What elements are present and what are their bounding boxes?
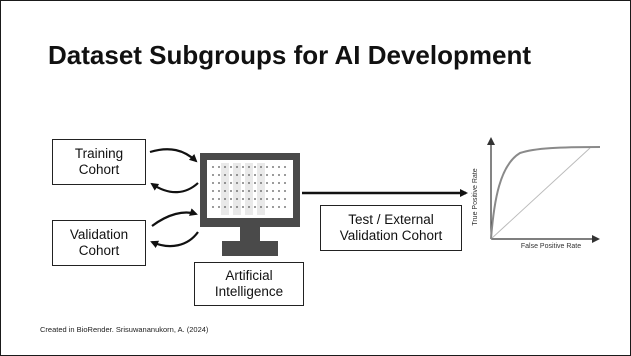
screen-dot (236, 174, 238, 176)
slide-title: Dataset Subgroups for AI Development (48, 40, 531, 70)
computer-monitor-icon (200, 153, 300, 256)
screen-dot (218, 198, 220, 200)
screen-dot (212, 190, 214, 192)
screen-dot (266, 190, 268, 192)
screen-dot (230, 198, 232, 200)
screen-dot (266, 206, 268, 208)
screen-dot (248, 166, 250, 168)
roc-y-axis-label: True Positive Rate (472, 168, 479, 226)
screen-dot (284, 190, 286, 192)
screen-dot (224, 190, 226, 192)
screen-dot (284, 198, 286, 200)
screen-dot (248, 206, 250, 208)
screen-dot (278, 206, 280, 208)
screen-dot (230, 182, 232, 184)
roc-curve-icon (487, 137, 601, 243)
screen-dot (236, 166, 238, 168)
screen-dot (254, 174, 256, 176)
screen-dot (254, 206, 256, 208)
test-label-line1: Test / External (348, 212, 434, 228)
screen-dot (212, 198, 214, 200)
roc-x-axis-label: False Positive Rate (520, 243, 582, 250)
screen-dot (218, 166, 220, 168)
ai-box: Artificial Intelligence (194, 262, 304, 306)
screen-dot (278, 198, 280, 200)
screen-dot (266, 182, 268, 184)
screen-dot (236, 198, 238, 200)
screen-dot (218, 206, 220, 208)
screen-dot (248, 174, 250, 176)
screen-dot (266, 174, 268, 176)
screen-dot (236, 190, 238, 192)
ai-label-line2: Intelligence (214, 284, 284, 299)
training-cycle-arrows-icon (149, 148, 199, 194)
training-cohort-box: Training Cohort (52, 139, 146, 185)
training-label-line2: Cohort (78, 162, 120, 177)
screen-dot (254, 166, 256, 168)
screen-dot (218, 174, 220, 176)
screen-dot (212, 174, 214, 176)
screen-dot (260, 190, 262, 192)
screen-dot (224, 206, 226, 208)
screen-dot (224, 198, 226, 200)
screen-dot (242, 206, 244, 208)
screen-dot (278, 182, 280, 184)
screen-dot (254, 198, 256, 200)
screen-dot (266, 166, 268, 168)
screen-dot (230, 174, 232, 176)
test-validation-cohort-box: Test / External Validation Cohort (320, 205, 462, 251)
screen-dot (230, 206, 232, 208)
screen-dot (260, 182, 262, 184)
screen-dot (242, 182, 244, 184)
screen-dot (278, 190, 280, 192)
screen-dot (254, 182, 256, 184)
screen-dot (212, 206, 214, 208)
screen-dot (272, 166, 274, 168)
screen-dot (260, 166, 262, 168)
screen-dot (224, 166, 226, 168)
screen-dot (242, 174, 244, 176)
screen-dot (284, 206, 286, 208)
screen-dot (248, 190, 250, 192)
screen-dot (272, 198, 274, 200)
screen-dot (230, 166, 232, 168)
screen-dot (218, 190, 220, 192)
screen-dot (242, 198, 244, 200)
screen-dot (212, 166, 214, 168)
training-label-line1: Training (74, 146, 124, 162)
screen-dot (242, 190, 244, 192)
screen-dot (278, 166, 280, 168)
screen-dot (284, 166, 286, 168)
screen-dot (284, 174, 286, 176)
screen-dot (284, 182, 286, 184)
screen-dot (248, 182, 250, 184)
ai-label-line1: Artificial (225, 268, 273, 284)
screen-dot (218, 182, 220, 184)
screen-dot (230, 190, 232, 192)
screen-dot (266, 198, 268, 200)
test-label-line2: Validation Cohort (339, 228, 443, 243)
validation-label-line1: Validation (69, 227, 129, 243)
screen-dot (242, 166, 244, 168)
screen-dot (260, 198, 262, 200)
screen-dot (272, 206, 274, 208)
screen-dot (272, 174, 274, 176)
screen-dot (260, 206, 262, 208)
screen-dot (236, 206, 238, 208)
validation-cycle-arrows-icon (150, 208, 199, 249)
screen-dot (224, 174, 226, 176)
attribution-footer: Created in BioRender. Srisuwananukorn, A… (40, 325, 209, 334)
screen-dot (212, 182, 214, 184)
screen-dot (260, 174, 262, 176)
screen-dot (254, 190, 256, 192)
screen-dot (272, 190, 274, 192)
validation-label-line2: Cohort (78, 243, 120, 258)
screen-dot (248, 198, 250, 200)
screen-dot (272, 182, 274, 184)
screen-dot (224, 182, 226, 184)
screen-dot (278, 174, 280, 176)
screen-dot (236, 182, 238, 184)
validation-cohort-box: Validation Cohort (52, 220, 146, 266)
